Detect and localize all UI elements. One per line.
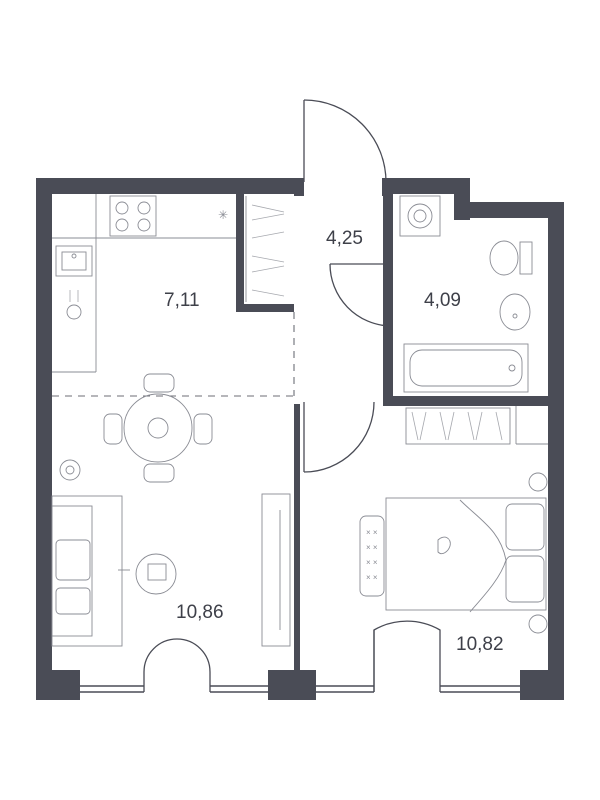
bedroom-furniture: × × × × × × × ×: [359, 406, 548, 634]
balcony-doors: [143, 620, 441, 692]
hall-door: [303, 401, 375, 473]
bedroom-area-label: 10,82: [456, 634, 504, 655]
zone-separators: [52, 312, 295, 397]
svg-text:× ×: × ×: [366, 528, 378, 537]
hall-area-label: 4,25: [326, 228, 363, 249]
svg-text:× ×: × ×: [366, 573, 378, 582]
bathroom-fixtures: [399, 195, 533, 393]
svg-text:✳: ✳: [218, 208, 228, 222]
kitchen-area-label: 7,11: [164, 290, 200, 311]
bathroom-door: [329, 263, 391, 327]
kitchen-furniture: ✳: [52, 194, 236, 373]
hall-wardrobe: [245, 196, 285, 302]
svg-text:× ×: × ×: [366, 558, 378, 567]
svg-text:× ×: × ×: [366, 543, 378, 552]
dining-set: [103, 373, 213, 483]
living-room-area-label: 10,86: [176, 602, 224, 623]
bathroom-area-label: 4,09: [424, 290, 461, 311]
entrance-door: [303, 99, 387, 183]
area-labels: 7,11 4,25 4,09 10,86 10,82: [164, 228, 504, 655]
walls: [36, 178, 564, 700]
living-furniture: [51, 459, 291, 647]
windows: [43, 240, 557, 693]
